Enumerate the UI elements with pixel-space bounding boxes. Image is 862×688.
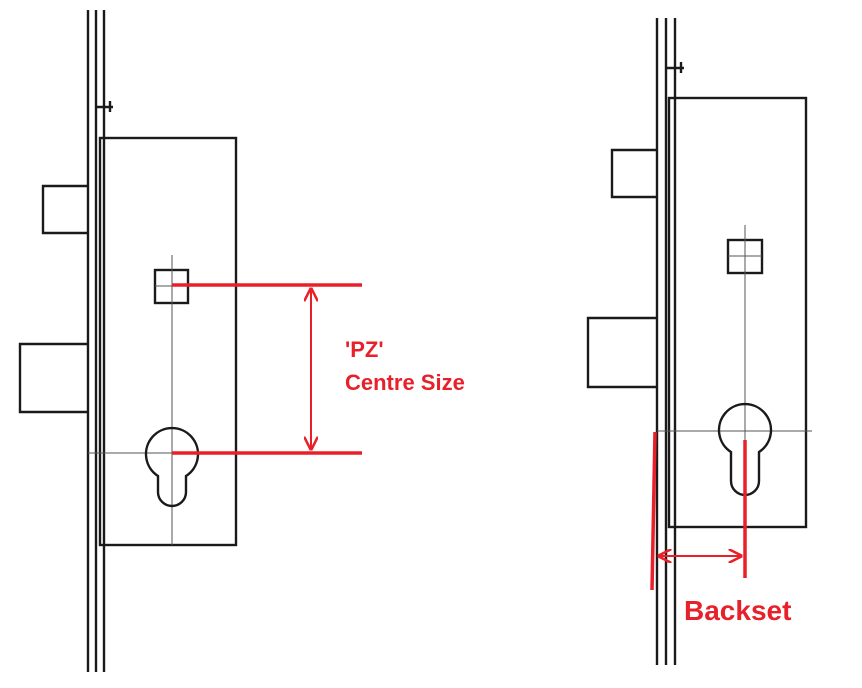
- left-latch-bolt: [41, 184, 88, 235]
- pz-centre-annotation: 'PZ' Centre Size: [172, 283, 465, 455]
- right-lock-case: [667, 96, 808, 529]
- backset-annotation: Backset: [650, 431, 791, 626]
- right-latch-bolt: [610, 148, 657, 199]
- backset-label: Backset: [684, 595, 791, 626]
- backset-faceplate-reference-line: [650, 431, 657, 591]
- right-dead-bolt: [586, 316, 657, 389]
- right-lock-drawing: [586, 18, 812, 665]
- left-dead-bolt: [18, 342, 88, 414]
- left-lock-drawing: [18, 10, 240, 672]
- right-cylinder-keyhole: [717, 402, 773, 497]
- pz-label-line2: Centre Size: [345, 370, 465, 395]
- pz-label-line1: 'PZ': [345, 337, 384, 362]
- left-lock-case: [98, 136, 238, 547]
